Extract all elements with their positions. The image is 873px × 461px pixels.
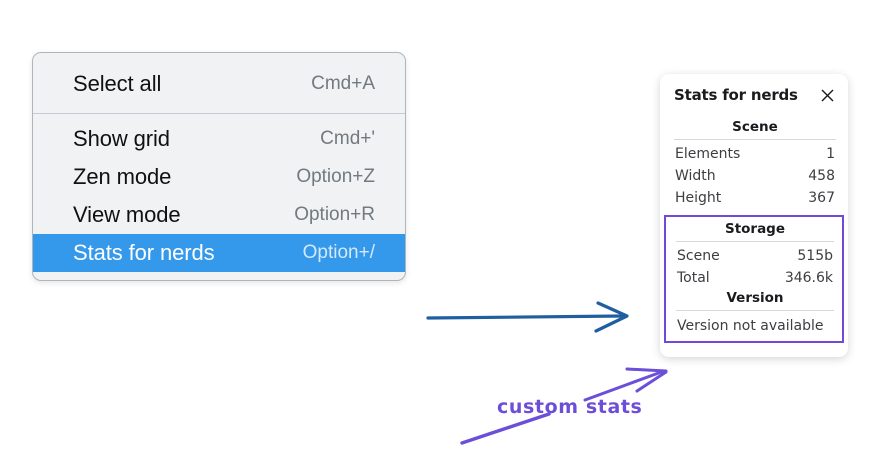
section-rule xyxy=(676,310,834,311)
menu-item-label: Select all xyxy=(73,71,162,96)
menu-item-view-mode[interactable]: View mode Option+R xyxy=(33,196,405,234)
section-rule xyxy=(674,139,836,140)
stats-row-key: Total xyxy=(677,270,710,286)
stats-row-width: Width 458 xyxy=(672,165,838,187)
menu-item-label: Stats for nerds xyxy=(73,240,215,265)
menu-item-shortcut: Cmd+A xyxy=(311,73,375,94)
stats-row-height: Height 367 xyxy=(672,187,838,209)
stats-for-nerds-panel: Stats for nerds Scene Elements 1 Width 4… xyxy=(660,74,848,357)
context-menu: Select all Cmd+A Show grid Cmd+' Zen mod… xyxy=(32,52,406,281)
custom-stats-highlight-box: Storage Scene 515b Total 346.6k Version … xyxy=(664,215,844,343)
stats-row-value: 515b xyxy=(797,248,833,264)
menu-item-stats-for-nerds[interactable]: Stats for nerds Option+/ xyxy=(33,234,405,272)
stats-panel-title: Stats for nerds xyxy=(674,86,798,104)
stats-row-storage-total: Total 346.6k xyxy=(674,267,836,289)
stats-row-elements: Elements 1 xyxy=(672,143,838,165)
menu-item-show-grid[interactable]: Show grid Cmd+' xyxy=(33,120,405,158)
close-icon[interactable] xyxy=(819,87,836,104)
stats-panel-header: Stats for nerds xyxy=(672,86,838,104)
stats-row-value: 1 xyxy=(826,146,835,162)
handwritten-annotation-custom-stats: custom stats xyxy=(497,396,643,418)
stats-section-scene: Scene Elements 1 Width 458 Height 367 xyxy=(672,118,838,209)
section-heading-scene: Scene xyxy=(732,119,778,135)
menu-item-label: View mode xyxy=(73,202,181,227)
version-not-available-text: Version not available xyxy=(677,318,824,334)
menu-item-zen-mode[interactable]: Zen mode Option+Z xyxy=(33,158,405,196)
stats-section-storage: Storage Scene 515b Total 346.6k xyxy=(674,220,836,289)
stats-section-version: Version Version not available xyxy=(674,289,836,335)
blue-arrow xyxy=(426,301,629,333)
stats-row-value: 367 xyxy=(808,190,835,206)
menu-item-shortcut: Option+Z xyxy=(296,166,375,187)
menu-item-shortcut: Option+R xyxy=(294,204,375,225)
menu-item-label: Zen mode xyxy=(73,164,172,189)
section-rule xyxy=(676,241,834,242)
menu-divider xyxy=(33,113,405,114)
stats-row-value: 346.6k xyxy=(784,270,833,286)
section-heading-storage: Storage xyxy=(724,221,786,237)
menu-item-shortcut: Cmd+' xyxy=(320,128,375,149)
section-heading-version: Version xyxy=(726,290,784,306)
stats-row-storage-scene: Scene 515b xyxy=(674,245,836,267)
stats-row-value: 458 xyxy=(808,168,835,184)
menu-item-select-all[interactable]: Select all Cmd+A xyxy=(33,65,405,103)
menu-group-2: Show grid Cmd+' Zen mode Option+Z View m… xyxy=(33,114,405,280)
stats-row-key: Height xyxy=(675,190,722,206)
menu-group-1: Select all Cmd+A xyxy=(33,53,405,113)
purple-underline-stroke xyxy=(460,412,551,445)
stats-row-key: Width xyxy=(675,168,716,184)
stats-row-key: Elements xyxy=(675,146,741,162)
menu-item-shortcut: Option+/ xyxy=(302,242,375,263)
stats-row-key: Scene xyxy=(677,248,720,264)
menu-item-label: Show grid xyxy=(73,126,170,151)
